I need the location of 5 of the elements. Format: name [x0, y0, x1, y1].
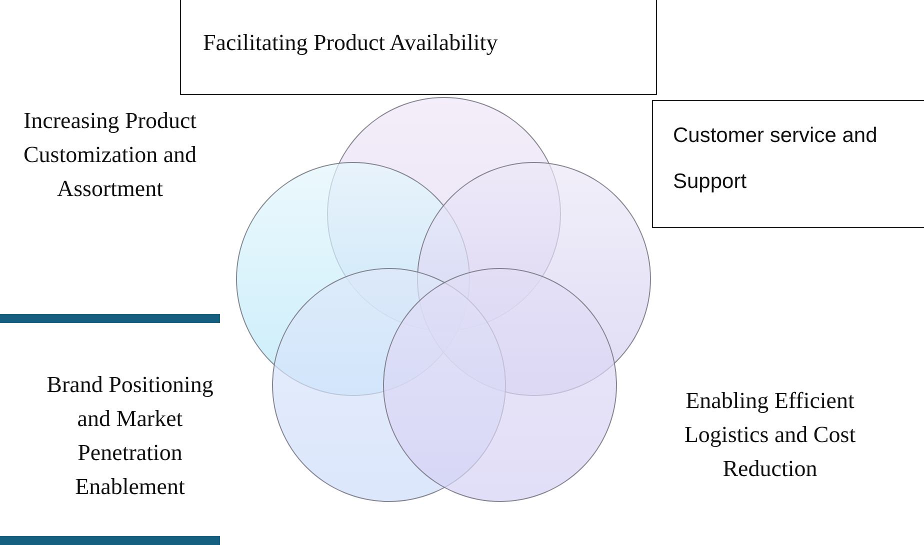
side-label: Enabling Efficient Logistics and Cost Reduction: [683, 387, 857, 483]
text-box: Customer service and Support: [652, 100, 924, 228]
side-label: Increasing Product Customization and Assortment: [22, 107, 198, 203]
text-box: Facilitating Product Availability: [180, 0, 657, 95]
side-label: Brand Positioning and Market Penetration Enablement: [46, 371, 214, 501]
